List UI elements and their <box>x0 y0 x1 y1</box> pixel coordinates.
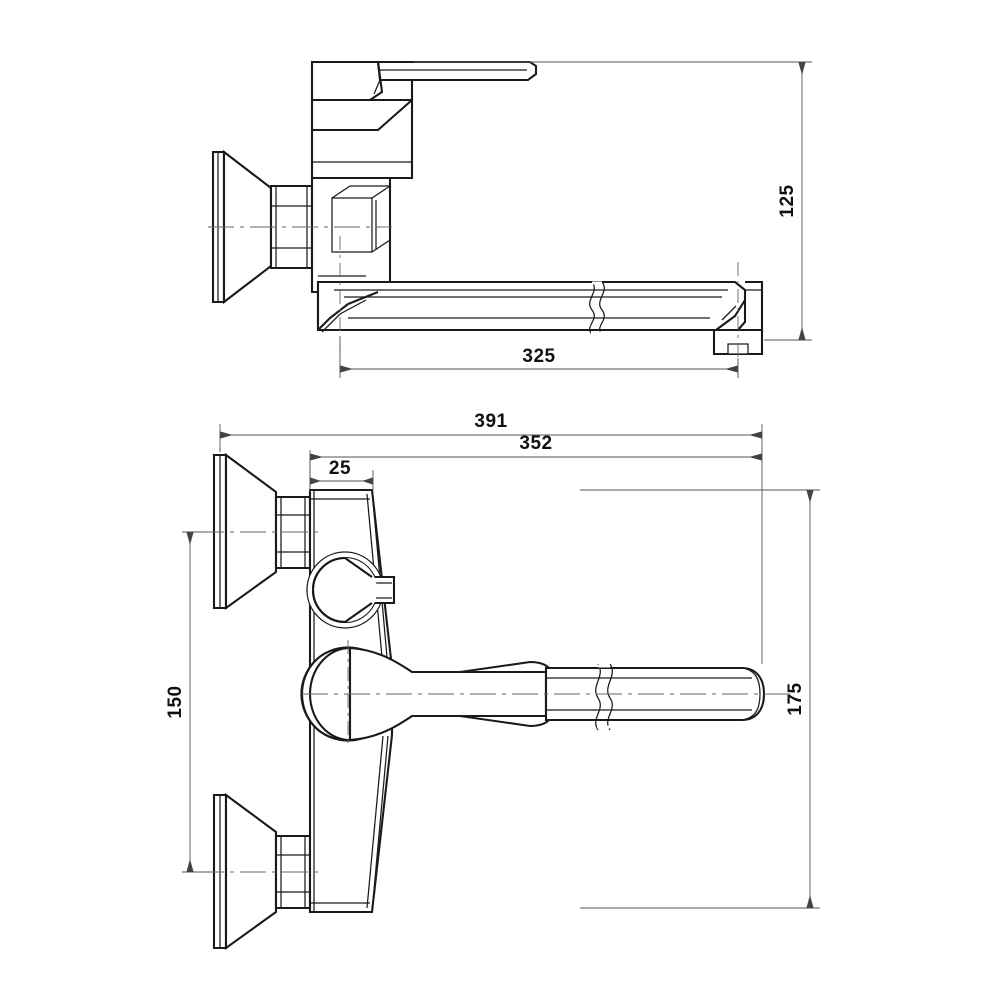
dim-125: 125 <box>414 61 812 341</box>
dim-391-label: 391 <box>474 411 507 432</box>
lever-handle-front <box>306 551 396 629</box>
dim-352-label: 352 <box>519 433 552 454</box>
dim-175-label: 175 <box>785 682 806 715</box>
break-symbol-front <box>595 663 613 731</box>
dim-125-label: 125 <box>777 184 798 217</box>
dim-175: 175 <box>580 489 820 909</box>
dim-150-label: 150 <box>165 685 186 718</box>
spout <box>316 280 764 356</box>
union-nut-top-front <box>274 495 312 570</box>
escutcheon-top-front <box>212 452 278 611</box>
dim-25-label: 25 <box>329 458 351 479</box>
dim-352: 352 <box>309 433 762 492</box>
front-view: 391 352 25 150 <box>165 411 820 951</box>
side-view: 125 325 <box>208 60 812 378</box>
break-symbol <box>589 281 605 335</box>
dim-325-label: 325 <box>522 346 555 367</box>
escutcheon-top <box>211 149 273 305</box>
dim-325: 325 <box>339 336 739 378</box>
dim-150: 150 <box>165 531 210 873</box>
escutcheon-bottom-front <box>212 792 278 951</box>
dim-391: 391 <box>219 411 763 664</box>
dim-25: 25 <box>309 458 374 492</box>
